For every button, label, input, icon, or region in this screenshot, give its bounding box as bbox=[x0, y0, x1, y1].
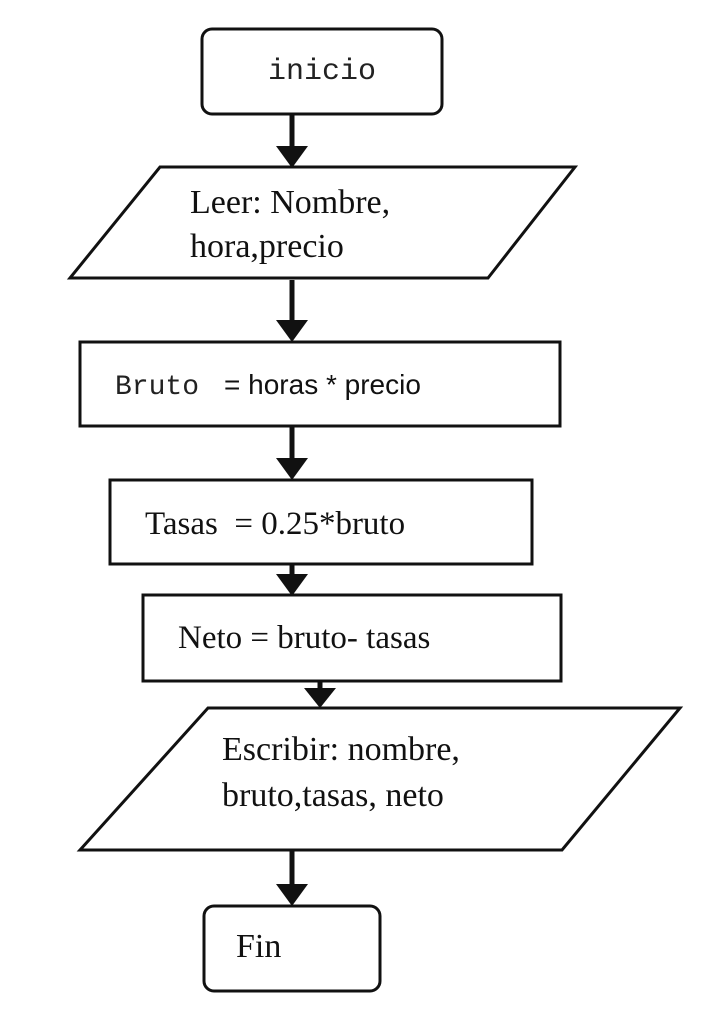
connector-write-to-end bbox=[276, 850, 308, 906]
calc-gross-text: Bruto = horas * precio bbox=[115, 369, 421, 403]
calc-gross-node: Bruto = horas * precio bbox=[78, 340, 562, 428]
calc-gross-var: Bruto bbox=[115, 372, 199, 403]
read-input-shape bbox=[66, 165, 579, 280]
read-input-node: Leer: Nombre, hora,precio bbox=[66, 165, 579, 280]
end-shape bbox=[202, 904, 382, 993]
read-input-line1: Leer: Nombre, bbox=[190, 184, 390, 221]
start-label: inicio bbox=[268, 55, 376, 89]
calc-taxes-node: Tasas = 0.25*bruto bbox=[108, 478, 534, 566]
calc-net-shape bbox=[141, 593, 563, 683]
connector-start-to-read bbox=[276, 115, 308, 168]
start-node: inicio bbox=[200, 27, 444, 116]
write-output-shape bbox=[76, 706, 684, 852]
connector-net-to-write bbox=[304, 681, 336, 708]
connector-taxes-to-net bbox=[276, 565, 308, 596]
calc-taxes-label: Tasas = 0.25*bruto bbox=[145, 506, 405, 542]
write-output-line1: Escribir: nombre, bbox=[222, 731, 460, 768]
calc-taxes-shape bbox=[108, 478, 534, 566]
calc-gross-shape bbox=[78, 340, 562, 428]
connector-read-to-gross bbox=[276, 280, 308, 342]
calc-net-node: Neto = bruto- tasas bbox=[141, 593, 563, 683]
calc-net-label: Neto = bruto- tasas bbox=[178, 620, 430, 656]
connector-gross-to-taxes bbox=[276, 427, 308, 480]
end-node: Fin bbox=[202, 904, 382, 993]
calc-gross-expr: = horas * precio bbox=[224, 369, 421, 400]
read-input-line2: hora,precio bbox=[190, 228, 344, 265]
write-output-node: Escribir: nombre, bruto,tasas, neto bbox=[76, 706, 684, 852]
end-label: Fin bbox=[236, 928, 281, 965]
write-output-line2: bruto,tasas, neto bbox=[222, 777, 444, 814]
start-shape bbox=[200, 27, 444, 116]
